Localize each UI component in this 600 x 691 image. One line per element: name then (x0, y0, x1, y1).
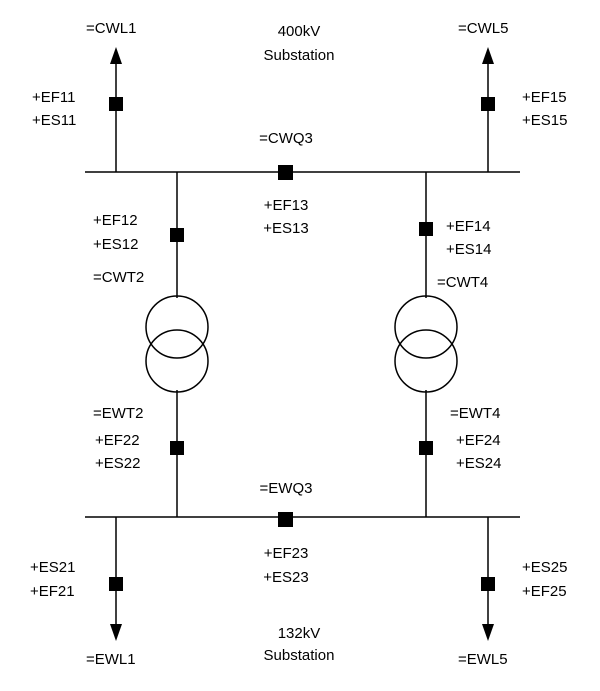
switch-es25-icon (481, 577, 495, 591)
transformer-ewt2-label: =EWT2 (93, 405, 143, 422)
upper-substation-name: Substation (264, 47, 335, 64)
switch-ef13-label: +EF13 (264, 197, 309, 214)
transformer-cwt4-label: =CWT4 (437, 274, 488, 291)
switch-ef22-label: +EF22 (95, 432, 140, 449)
switch-ef12-icon (170, 228, 184, 242)
busbar-ewq3-label: =EWQ3 (260, 480, 313, 497)
feeder-cwl5-label: =CWL5 (458, 20, 508, 37)
arrow-down-icon (482, 624, 494, 641)
feeder-ewl5-label: =EWL5 (458, 651, 508, 668)
transformer-ewt4-label: =EWT4 (450, 405, 500, 422)
arrow-up-icon (482, 47, 494, 64)
switch-ef23-icon (278, 512, 293, 527)
switch-es21-icon (109, 577, 123, 591)
switch-es21-label: +ES21 (30, 559, 75, 576)
switch-ef21-label: +EF21 (30, 583, 75, 600)
switch-es23-label: +ES23 (263, 569, 308, 586)
switch-ef15-icon (481, 97, 495, 111)
switch-es15-label: +ES15 (522, 112, 567, 129)
lower-substation-name: Substation (264, 647, 335, 664)
switch-ef23-label: +EF23 (264, 545, 309, 562)
switch-ef13-icon (278, 165, 293, 180)
switch-ef14-icon (419, 222, 433, 236)
switch-es25-label: +ES25 (522, 559, 567, 576)
switch-ef11-label: +EF11 (32, 89, 76, 106)
switch-ef24-icon (419, 441, 433, 455)
switch-ef24-label: +EF24 (456, 432, 501, 449)
arrow-down-icon (110, 624, 122, 641)
upper-substation-voltage: 400kV (278, 23, 321, 40)
switch-es12-label: +ES12 (93, 236, 138, 253)
feeder-cwl1-label: =CWL1 (86, 20, 136, 37)
switch-ef11-icon (109, 97, 123, 111)
switch-es14-label: +ES14 (446, 241, 491, 258)
switch-es13-label: +ES13 (263, 220, 308, 237)
switch-ef22-icon (170, 441, 184, 455)
transformer-cwt2-label: =CWT2 (93, 269, 144, 286)
switch-es11-label: +ES11 (32, 112, 76, 129)
switch-ef12-label: +EF12 (93, 212, 138, 229)
transformer-cwt4-icon (394, 295, 458, 393)
transformer-cwt2-icon (145, 295, 209, 393)
busbar-cwq3-label: =CWQ3 (259, 130, 313, 147)
switch-es24-label: +ES24 (456, 455, 501, 472)
switch-ef14-label: +EF14 (446, 218, 491, 235)
switch-ef25-label: +EF25 (522, 583, 567, 600)
feeder-ewl1-label: =EWL1 (86, 651, 136, 668)
switch-es22-label: +ES22 (95, 455, 140, 472)
arrow-up-icon (110, 47, 122, 64)
switch-ef15-label: +EF15 (522, 89, 567, 106)
lower-substation-voltage: 132kV (278, 625, 321, 642)
